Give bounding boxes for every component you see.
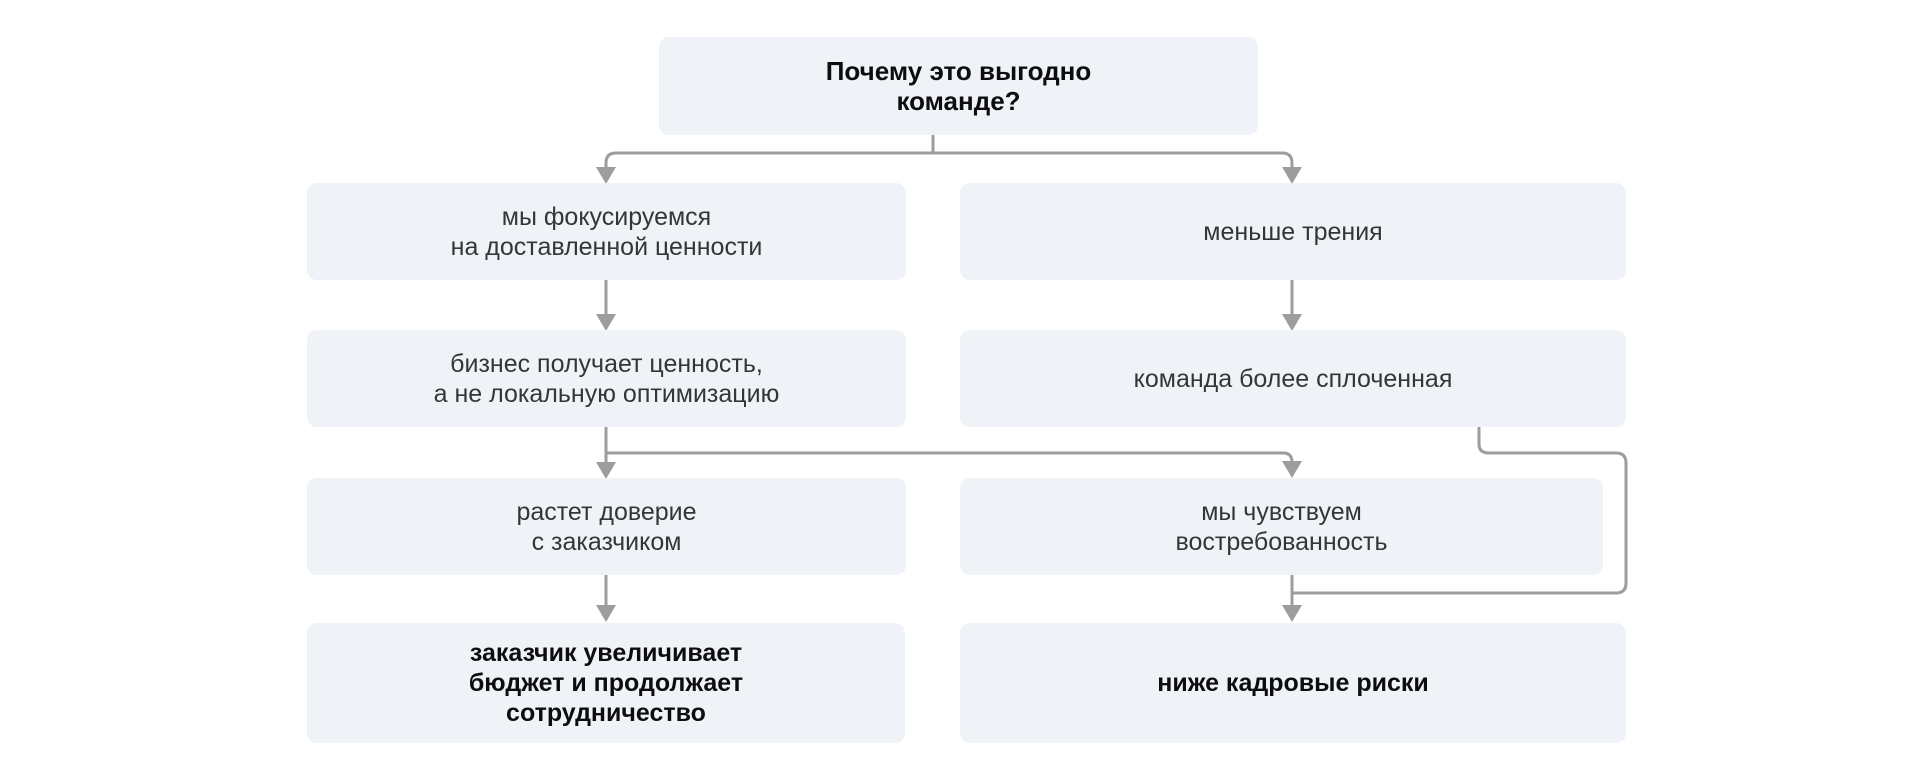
arrowhead-into-r3 [1282,461,1302,478]
node-less-friction: меньше трения [960,183,1626,280]
connector-branch-bar [604,151,1294,169]
arrowhead-into-l4 [596,605,616,622]
node-why-beneficial-title: Почему это выгодно команде? [659,37,1258,135]
node-trust-with-customer-grows: растет доверие с заказчиком [307,478,906,575]
node-business-gets-value: бизнес получает ценность, а не локальную… [307,330,906,427]
arrowhead-into-l2 [596,314,616,331]
connector-r2-r4-loop [1293,427,1628,595]
node-customer-increases-budget: заказчик увеличивает бюджет и продолжает… [307,623,905,743]
node-team-more-cohesive: команда более сплоченная [960,330,1626,427]
arrowhead-into-r1 [1282,167,1302,184]
node-focus-on-delivered-value: мы фокусируемся на доставленной ценности [307,183,906,280]
arrowhead-into-r4 [1282,605,1302,622]
node-we-feel-needed: мы чувствуем востребованность [960,478,1603,575]
arrowheads [596,167,1302,622]
arrowhead-into-r2 [1282,314,1302,331]
arrowhead-into-l3 [596,462,616,479]
connector-l2-r3-cross [606,451,1294,463]
node-lower-hr-risks: ниже кадровые риски [960,623,1626,743]
arrowhead-into-l1 [596,167,616,184]
